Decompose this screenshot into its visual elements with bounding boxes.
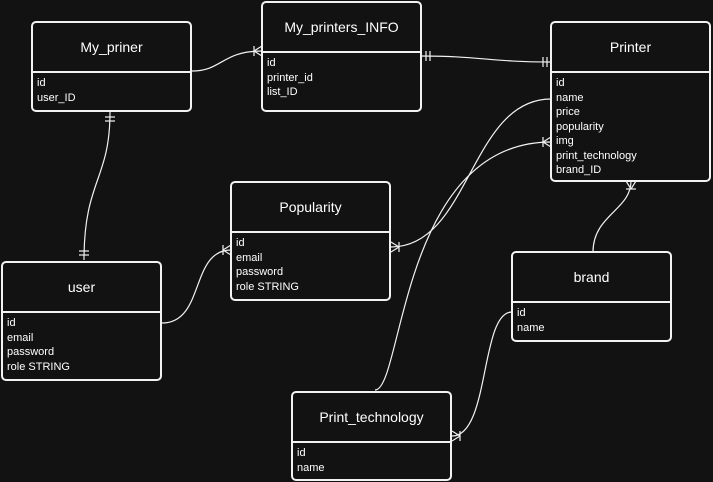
entity-print-technology[interactable]: Print_technology id name [291, 391, 452, 481]
relation-popularity-printer [390, 98, 552, 248]
field: price [556, 106, 580, 118]
entity-title: user [3, 263, 160, 313]
entity-popularity[interactable]: Popularity id email password role STRING [230, 181, 391, 301]
relation-my-priner-user [83, 111, 111, 261]
field: password [7, 346, 55, 358]
crowfoot-one-one-left [425, 51, 431, 61]
field: id [517, 307, 526, 319]
entity-fields: id name [293, 443, 450, 475]
field: print_technology [556, 149, 637, 162]
crowfoot-one-many [253, 45, 263, 57]
crowfoot-one-one-bottom [79, 250, 89, 256]
relation-brand-print-technology [451, 311, 513, 437]
field: role STRING [7, 360, 70, 373]
relation-user-popularity [161, 249, 232, 324]
entity-title: brand [513, 253, 670, 303]
crowfoot-many-printer-tech [542, 136, 552, 148]
entity-fields: id email password role STRING [3, 313, 160, 374]
field: email [7, 331, 34, 344]
entity-title: Popularity [232, 183, 389, 233]
entity-title: Print_technology [293, 393, 450, 443]
entity-fields: id user_ID [33, 73, 190, 105]
field: user_ID [37, 91, 76, 104]
relation-printer-brand [592, 180, 632, 253]
field: id [297, 447, 306, 459]
field: password [236, 266, 284, 278]
field: id [37, 77, 46, 89]
field: id [236, 237, 245, 249]
crowfoot-many-print-tech [451, 430, 461, 442]
entity-title: My_priner [33, 23, 190, 73]
entity-fields: id printer_id list_ID [263, 53, 420, 100]
entity-brand[interactable]: brand id name [511, 251, 672, 342]
crowfoot-one-one-right [542, 57, 548, 67]
entity-printer[interactable]: Printer id name price popularity img pri… [550, 21, 711, 182]
field: id [267, 57, 276, 69]
entity-my-printers-info[interactable]: My_printers_INFO id printer_id list_ID [261, 1, 422, 112]
crowfoot-one-one-top [105, 116, 115, 122]
field: img [556, 135, 574, 147]
entity-fields: id name [513, 303, 670, 335]
field: list_ID [267, 86, 298, 98]
field: role STRING [236, 280, 299, 293]
crowfoot-many-brand [625, 180, 637, 190]
field: id [7, 317, 16, 329]
field: name [297, 461, 325, 474]
field: email [236, 251, 263, 264]
entity-user[interactable]: user id email password role STRING [1, 261, 162, 381]
field: printer_id [267, 71, 313, 84]
field: id [556, 77, 565, 89]
field: name [556, 91, 584, 104]
entity-fields: id email password role STRING [232, 233, 389, 294]
field: brand_ID [556, 164, 602, 176]
relation-printer-print-technology [374, 141, 552, 391]
relation-info-printer [420, 55, 552, 63]
entity-title: Printer [552, 23, 709, 73]
crowfoot-many [222, 244, 232, 256]
field: name [517, 321, 545, 334]
entity-fields: id name price popularity img print_techn… [552, 73, 709, 178]
field: popularity [556, 120, 604, 133]
relation-my-priner-info [191, 50, 263, 72]
entity-my-priner[interactable]: My_priner id user_ID [31, 21, 192, 112]
crowfoot-many-popularity [390, 241, 400, 253]
entity-title: My_printers_INFO [263, 3, 420, 53]
